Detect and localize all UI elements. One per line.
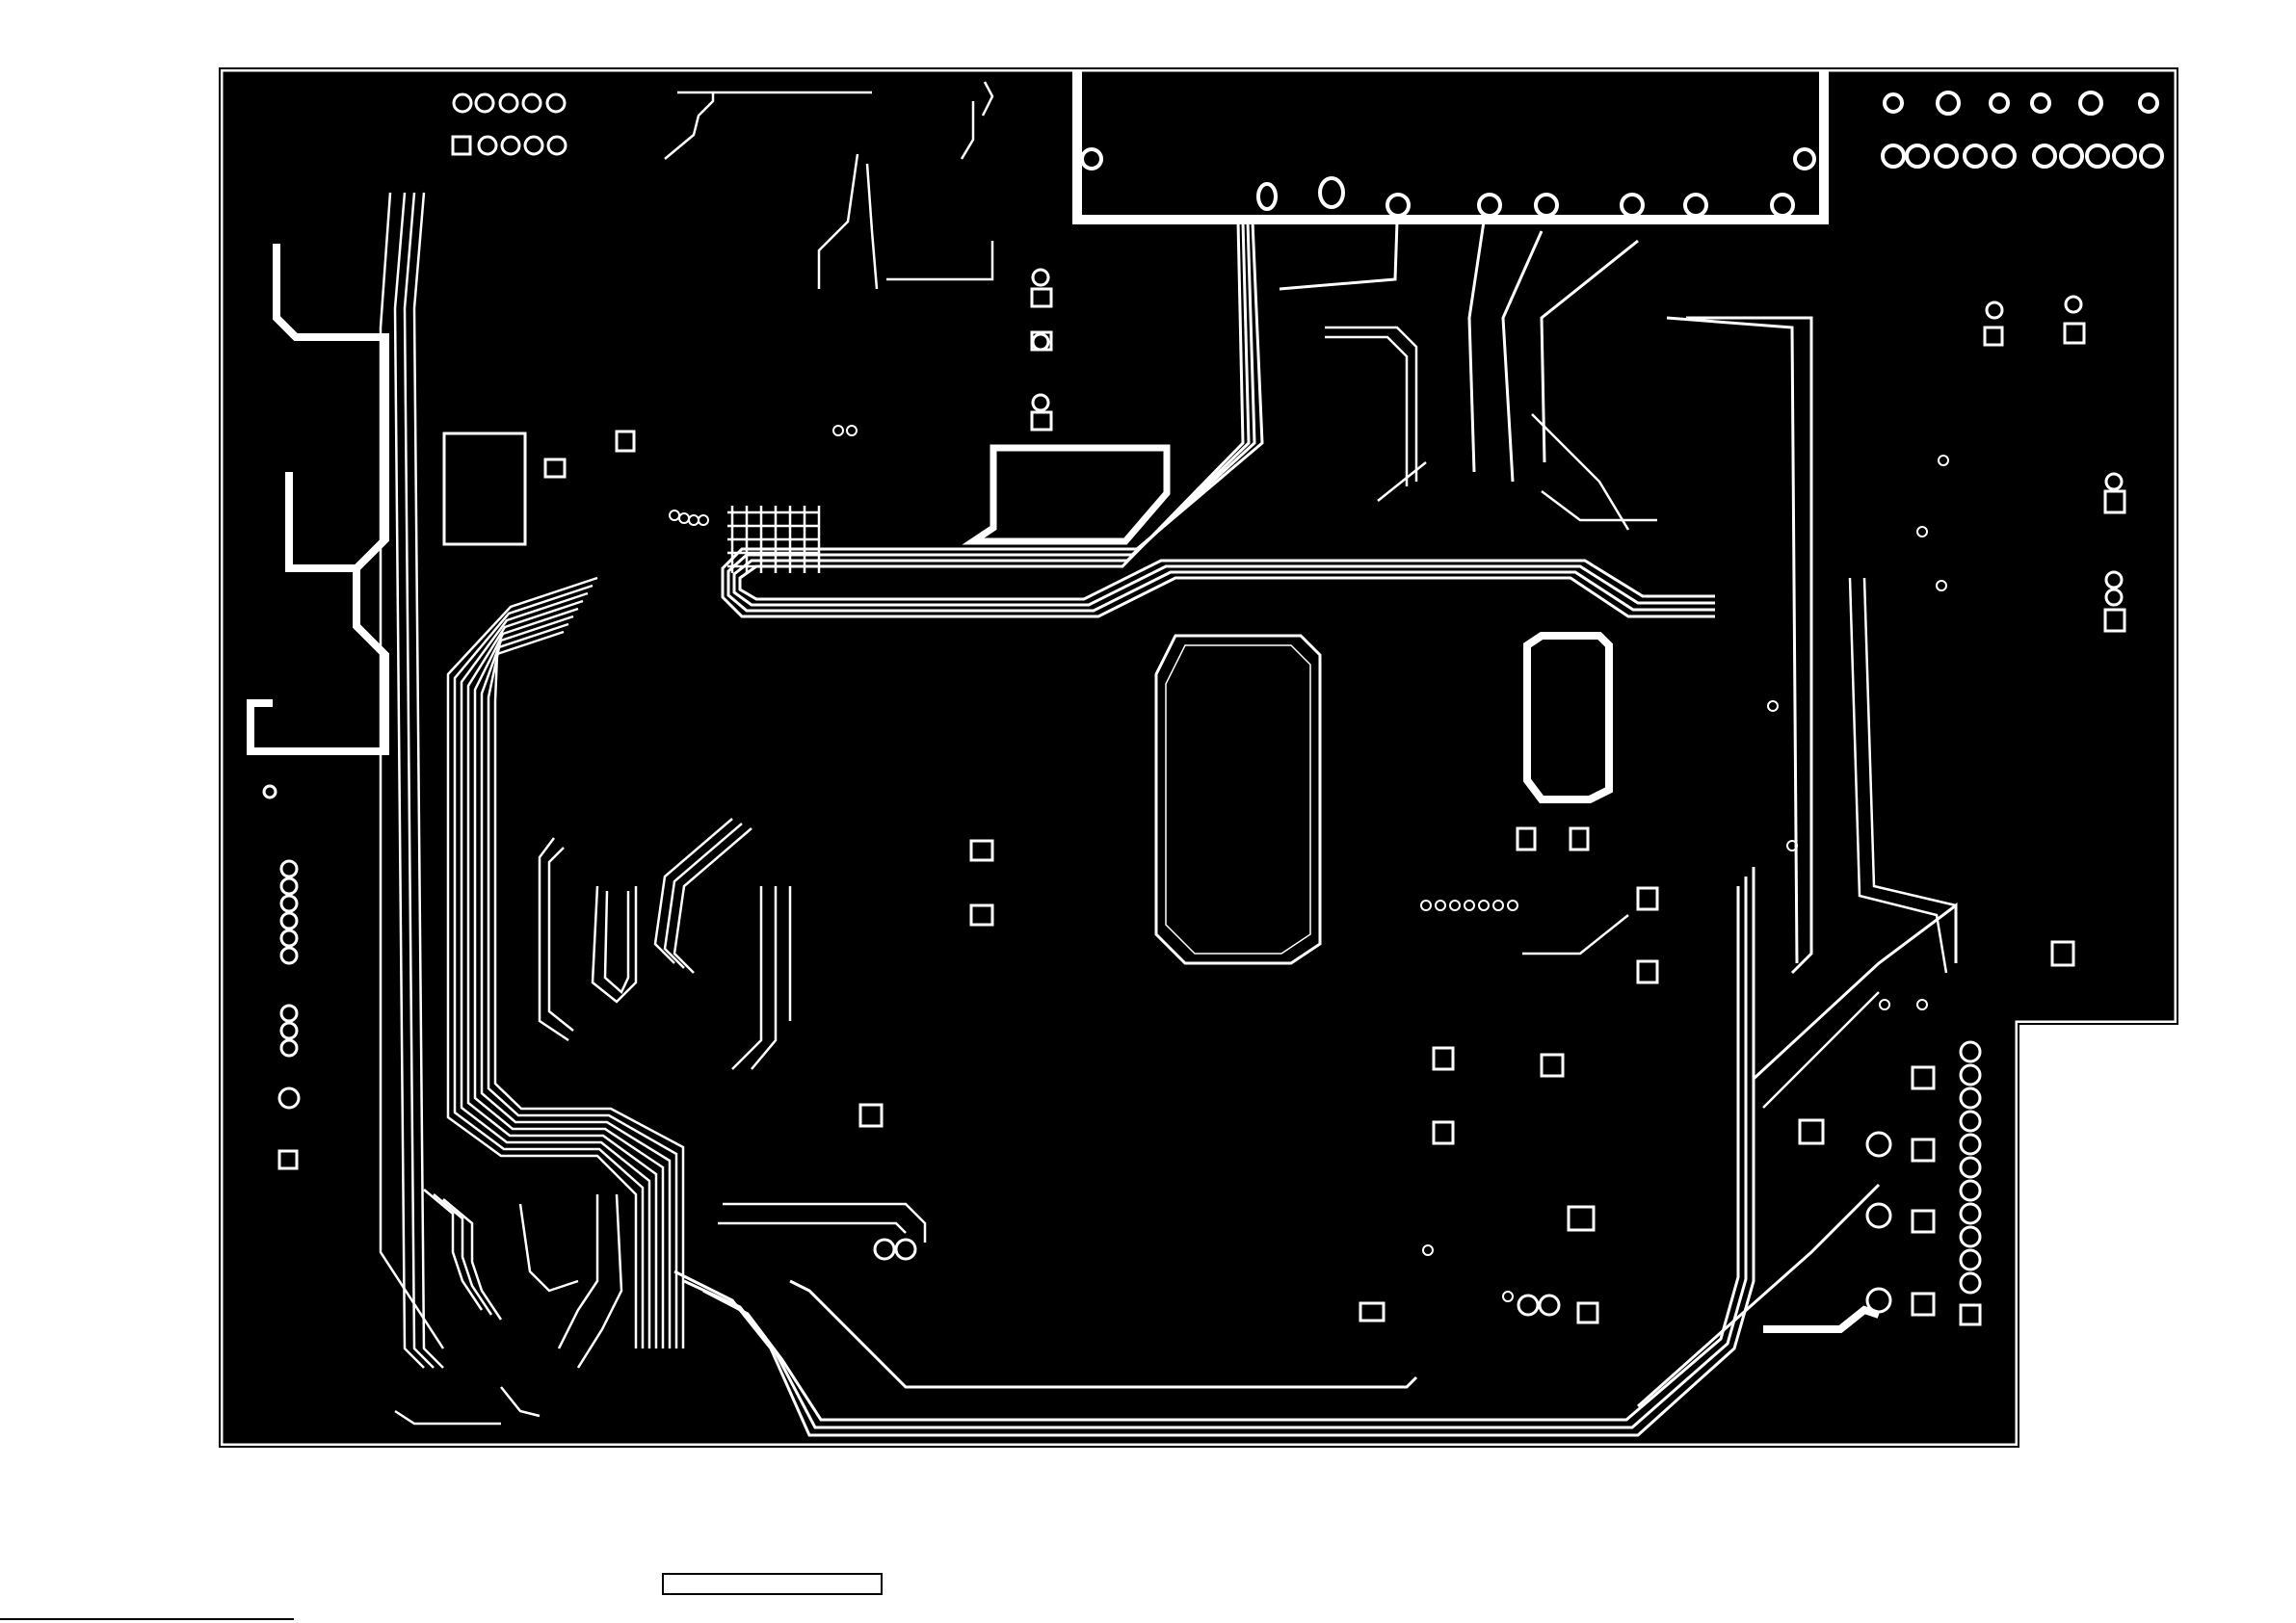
- board-outline: [220, 68, 2177, 1447]
- board-fill: [224, 73, 2173, 1442]
- footer-title-box: [663, 1574, 882, 1594]
